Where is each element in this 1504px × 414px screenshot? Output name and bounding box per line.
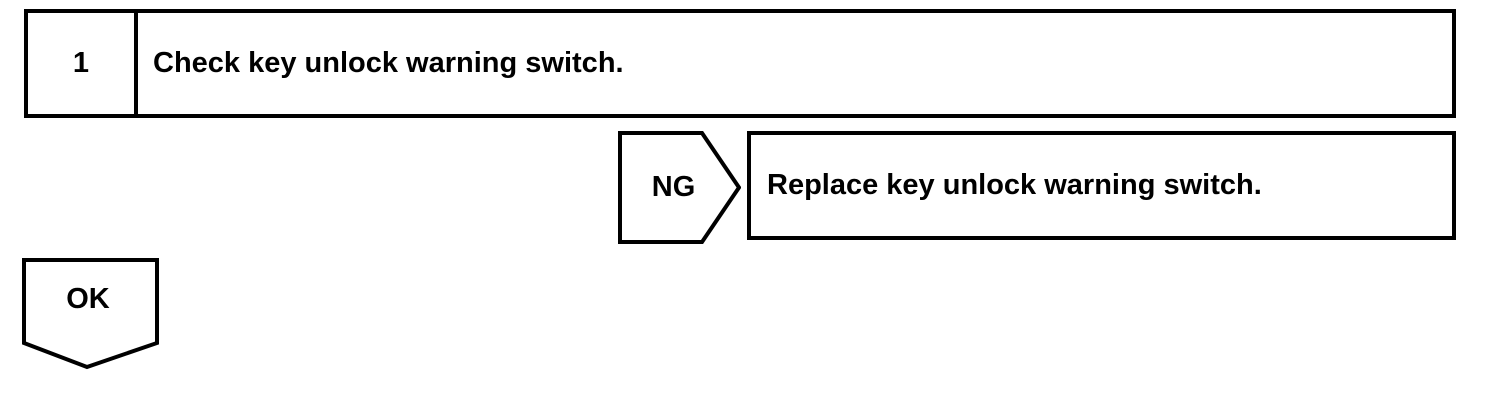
ng-label: NG (651, 171, 696, 203)
step-description: Check key unlock warning switch. (153, 47, 624, 79)
ng-action-text: Replace key unlock warning switch. (767, 169, 1262, 201)
ng-action-box: Replace key unlock warning switch. (747, 131, 1456, 240)
ok-label: OK (66, 282, 110, 315)
ok-connector: OK (22, 258, 162, 370)
step-number: 1 (28, 13, 138, 114)
ng-connector: NG (618, 131, 741, 244)
ok-pentagon-icon (22, 258, 159, 370)
ng-pentagon-icon (618, 131, 741, 244)
step-box: 1 Check key unlock warning switch. (24, 9, 1456, 118)
